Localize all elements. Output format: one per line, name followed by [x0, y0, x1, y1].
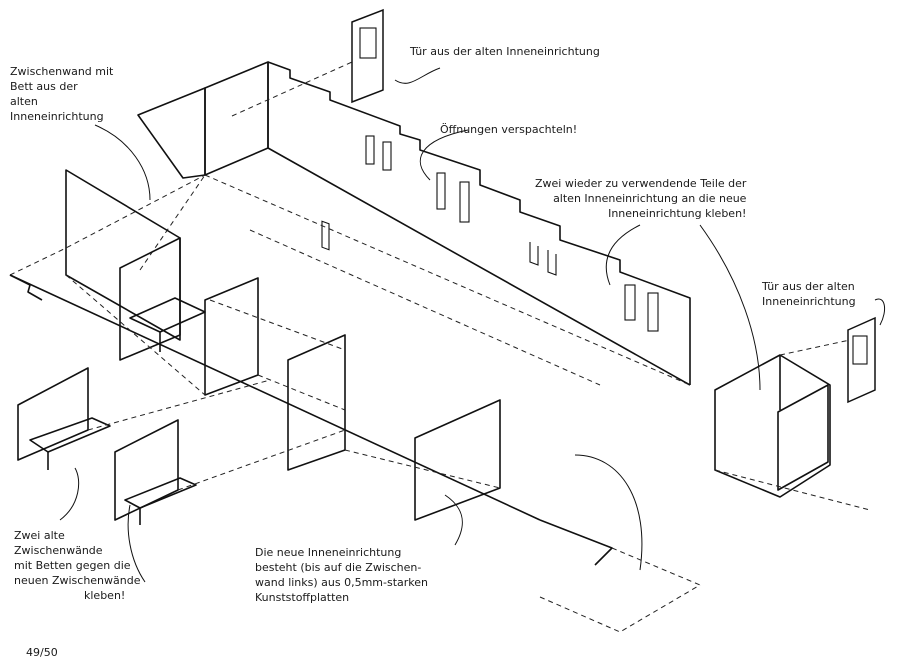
label-door-top: Tür aus der alten Inneneinrichtung: [410, 45, 600, 58]
wall-opening-2: [365, 135, 375, 165]
back-corner-panel: [204, 61, 269, 176]
back-wall-assembly: [137, 61, 691, 386]
back-wall-left-panel: [137, 87, 206, 179]
wall-opening-3: [382, 141, 392, 171]
front-right-partition: [344, 399, 501, 521]
right-cabin-unit: [714, 316, 876, 511]
page-number: 49/50: [26, 646, 58, 659]
door-top: [231, 8, 384, 117]
long-back-wall: [267, 61, 691, 385]
wall-opening-7: [647, 292, 659, 332]
old-partition-walls: [17, 367, 346, 525]
label-partition-with-bed: Zwischenwand mit Bett aus der alten Inne…: [10, 65, 114, 123]
wall-opening-6: [624, 284, 636, 321]
label-new-interior: Die neue Inneneinrichtung besteht (bis a…: [255, 546, 429, 604]
leader-lines: [59, 67, 886, 583]
label-openings: Öffnungen verspachteln!: [440, 123, 578, 136]
label-door-right: Tür aus der alten Inneneinrichtung: [762, 280, 856, 308]
left-partition-wall: [65, 169, 259, 396]
wall-opening-1: [321, 220, 330, 251]
wall-opening-4: [436, 172, 446, 210]
floor-plate: [9, 174, 701, 633]
wall-opening-5: [459, 181, 470, 223]
label-old-partitions: Zwei alte Zwischenwände mit Betten gegen…: [14, 529, 141, 602]
label-reuse-parts: Zwei wieder zu verwendende Teile der alt…: [535, 177, 747, 220]
